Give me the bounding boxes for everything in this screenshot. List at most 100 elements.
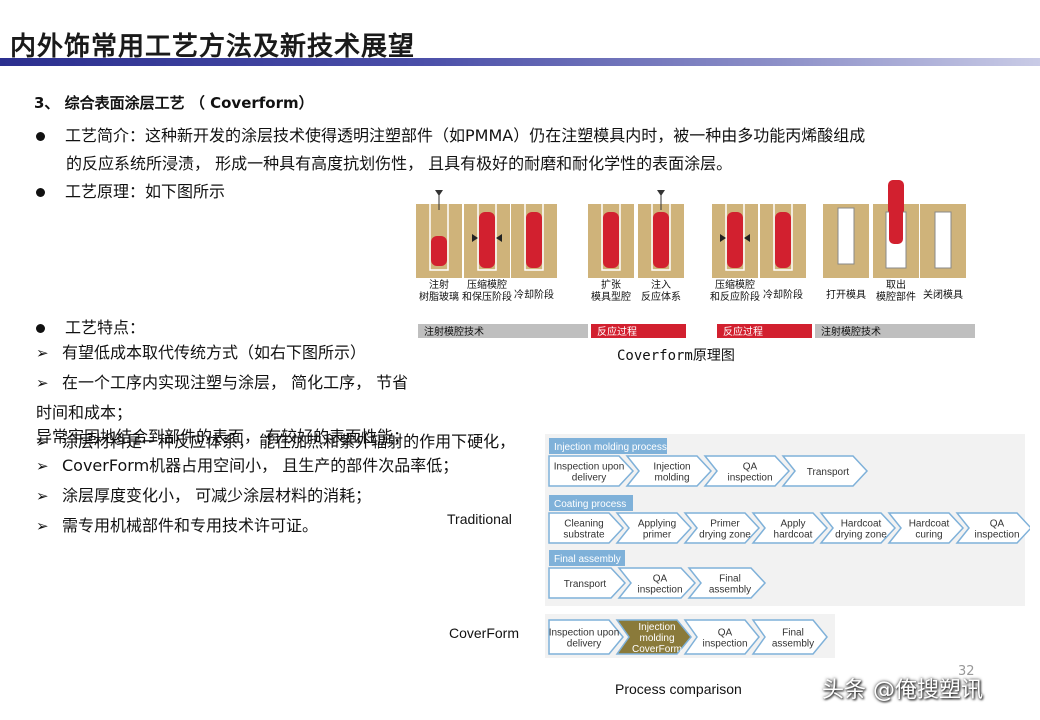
process-step-chevron	[683, 512, 761, 544]
features-bullet: 工艺特点：	[36, 314, 145, 342]
feature-item: ➢涂层厚度变化小， 可减少涂层材料的消耗；	[36, 481, 458, 511]
process-step-chevron	[625, 455, 713, 487]
arrowhead-icon: ➢	[36, 457, 49, 475]
stage-header-label: Coating process	[554, 499, 626, 510]
step-label: 扩张模具型腔	[591, 278, 631, 303]
process-step-chevron	[615, 512, 693, 544]
stage-header-label: Final assembly	[554, 554, 621, 565]
process-step-chevron	[781, 455, 869, 487]
watermark: 头条 @俺搜塑讯	[822, 678, 983, 703]
process-step	[416, 190, 462, 278]
intro-line1: 这种新开发的涂层技术使得透明注塑部件（如PMMA）仍在注塑模具内时，被一种由多功…	[145, 126, 866, 145]
arrowhead-icon: ➢	[36, 344, 49, 362]
phase-bar	[418, 324, 588, 338]
page-number: 32	[958, 664, 975, 679]
features-label: 工艺特点：	[65, 318, 146, 337]
process-step	[464, 199, 510, 278]
process-step-chevron	[751, 619, 828, 655]
step-label: 注入反应体系	[641, 278, 681, 303]
stage-header	[549, 438, 667, 454]
step-label: 冷却阶段	[514, 288, 554, 301]
process-step-chevron	[548, 455, 635, 487]
process-step-chevron	[955, 512, 1030, 544]
principle-bullet: 工艺原理：如下图所示	[36, 178, 225, 206]
phase-bar-label: 反应过程	[723, 325, 763, 338]
feature-item: ➢涂层材料是一种反应体系， 能在加热和紫外辐射的作用下硬化，	[36, 427, 515, 457]
coverform-principle-diagram: 注射树脂玻璃压缩模腔和保压阶段冷却阶段扩张模具型腔注入反应体系压缩模腔和反应阶段…	[416, 180, 975, 338]
process-step-chevron	[683, 619, 760, 655]
phase-bar-label: 注射模腔技术	[424, 325, 484, 338]
intro-line2: 的反应系统所浸渍， 形成一种具有高度抗划伤性， 且具有极好的耐磨和耐化学性的表面…	[66, 154, 733, 173]
process-step-chevron	[703, 455, 791, 487]
principle-text: 如下图所示	[145, 182, 226, 201]
title-underline	[0, 58, 1040, 66]
step-label: 打开模具	[826, 288, 866, 301]
feature-item: ➢CoverForm机器占用空间小， 且生产的部件次品率低；	[36, 451, 458, 481]
bullet-dot-icon	[36, 132, 45, 141]
stage-header	[549, 550, 625, 566]
step-label: 压缩模腔和反应阶段	[710, 278, 760, 303]
process-step	[873, 180, 919, 278]
phase-bar-label: 反应过程	[597, 325, 637, 338]
process-step	[823, 204, 869, 278]
process-step	[511, 199, 557, 278]
process-step	[588, 199, 634, 278]
intro-label: 工艺简介：	[65, 126, 146, 145]
process-step	[760, 199, 806, 278]
feature-item: ➢需专用机械部件和专用技术许可证。	[36, 511, 458, 541]
process-step	[920, 204, 966, 278]
step-label: 关闭模具	[923, 288, 963, 301]
phase-bar	[717, 324, 812, 338]
step-label: 注射树脂玻璃	[419, 278, 459, 303]
stage-header-label: Injection molding process	[554, 442, 667, 453]
step-label: 冷却阶段	[763, 288, 803, 301]
process-step-chevron	[819, 512, 897, 544]
intro-bullet: 工艺简介：这种新开发的涂层技术使得透明注塑部件（如PMMA）仍在注塑模具内时，被…	[36, 122, 865, 150]
process-step	[638, 190, 684, 278]
process-step-chevron	[548, 567, 627, 599]
process-step-label: Transport	[807, 467, 850, 478]
features-list-2: ➢CoverForm机器占用空间小， 且生产的部件次品率低； ➢涂层厚度变化小，…	[36, 451, 458, 541]
process-step-chevron	[617, 567, 697, 599]
process-step	[712, 199, 758, 278]
process-step-chevron	[887, 512, 965, 544]
phase-bar-label: 注射模腔技术	[821, 325, 881, 338]
process-step-label: Transport	[564, 579, 607, 590]
features-list: ➢有望低成本取代传统方式（如右下图所示） ➢在一个工序内实现注塑与涂层， 简化工…	[36, 338, 515, 457]
page-title: 内外饰常用工艺方法及新技术展望	[10, 32, 416, 62]
diagram1-caption: Coverform原理图	[617, 348, 735, 364]
step-label: 压缩模腔和保压阶段	[462, 278, 512, 303]
arrowhead-icon: ➢	[36, 374, 49, 392]
arrowhead-icon: ➢	[36, 517, 49, 535]
process-step-chevron	[548, 512, 625, 544]
phase-bar	[815, 324, 975, 338]
diagram2-caption: Process comparison	[615, 681, 742, 697]
stage-header	[549, 495, 633, 511]
process-step-chevron	[687, 567, 767, 599]
feature-item: ➢在一个工序内实现注塑与涂层， 简化工序， 节省时间和成本；	[36, 368, 416, 427]
bullet-dot-icon	[36, 324, 45, 333]
process-step-chevron	[615, 619, 692, 655]
arrowhead-icon: ➢	[36, 487, 49, 505]
section-heading: 3、 综合表面涂层工艺 （ Coverform）	[34, 94, 314, 112]
feature-item: ➢有望低成本取代传统方式（如右下图所示）	[36, 338, 416, 368]
principle-label: 工艺原理：	[65, 182, 146, 201]
traditional-label: Traditional	[447, 511, 512, 527]
coverform-label: CoverForm	[449, 625, 519, 641]
feature-continuation: 异常牢固地结合到部件的表面， 有较好的表面性能；	[36, 427, 410, 446]
